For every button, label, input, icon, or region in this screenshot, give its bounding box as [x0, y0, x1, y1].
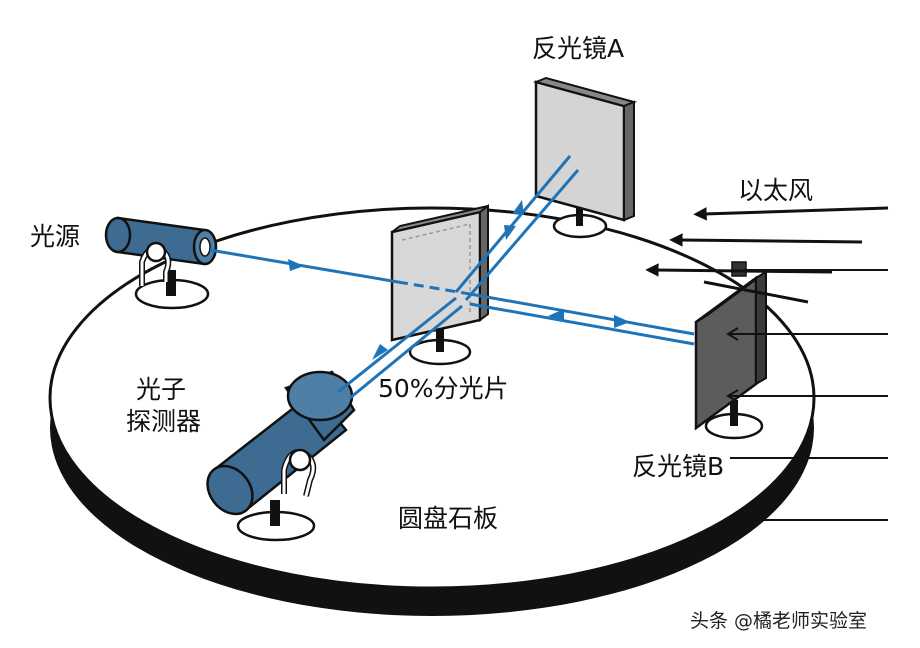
- ether-wind-label: 以太风: [738, 176, 814, 205]
- beam-direction-arrows: [288, 200, 630, 360]
- beam-splitter-to-mirror-a-left: [454, 155, 572, 293]
- light-source-label: 光源: [30, 222, 81, 251]
- ether-arrow-2: [669, 233, 863, 247]
- beam-splitter-to-mirror-b-lower: [469, 302, 695, 346]
- ether-arrow-1: [693, 206, 889, 221]
- beam-arrow-4: [512, 200, 524, 215]
- beam-dashed-through-splitter: [397, 280, 471, 296]
- beam-splitter-to-mirror-b-upper: [469, 292, 695, 336]
- beam-arrow-2: [614, 315, 630, 328]
- watermark: 头条 @橘老师实验室: [690, 610, 868, 632]
- mirror-a-label: 反光镜A: [532, 34, 625, 63]
- beam-arrow-5: [504, 225, 516, 240]
- beam-splitter-label: 50%分光片: [378, 374, 509, 403]
- light-source: [104, 216, 218, 310]
- photon-detector-label-line1: 光子: [136, 375, 187, 404]
- light-beams: [209, 155, 695, 400]
- ether-wind-thin-lines: [726, 269, 888, 527]
- beam-splitter-to-detector-left: [337, 296, 457, 394]
- photon-detector-label-line2: 探测器: [126, 407, 202, 436]
- mirror-b: [694, 261, 767, 440]
- beam-splitter-to-detector-right: [349, 304, 463, 400]
- stone-slab-label: 圆盘石板: [398, 504, 499, 533]
- mirror-b-label: 反光镜B: [632, 452, 725, 481]
- photon-detector-label: 光子 探测器: [126, 374, 201, 438]
- ether-arrow-4: [703, 280, 809, 304]
- photon-detector: [206, 370, 356, 542]
- beam-arrow-6: [372, 344, 388, 360]
- mirror-a: [532, 76, 638, 239]
- beam-splitter-to-mirror-a-right: [464, 169, 580, 301]
- beam-arrow-3: [548, 309, 564, 322]
- beam-arrow-1: [288, 259, 304, 271]
